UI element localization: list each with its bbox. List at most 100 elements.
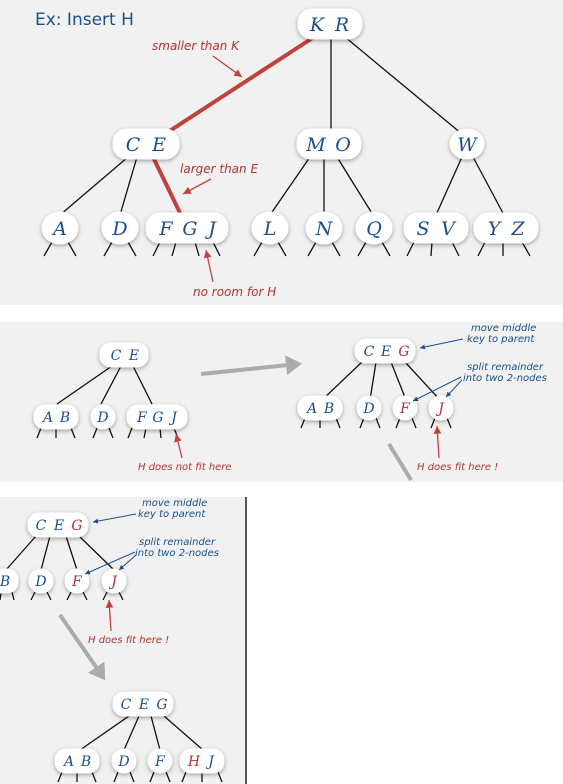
p3-final-leaf-HJ: H J xyxy=(179,748,225,774)
p2-leaf-AB: A B xyxy=(33,404,79,430)
key-O: O xyxy=(335,134,351,156)
key-B: B xyxy=(0,574,10,590)
key-J: J xyxy=(204,218,217,240)
arrow-smaller-than-k xyxy=(212,55,243,78)
key-B: B xyxy=(323,401,334,417)
key-F: F xyxy=(71,574,83,590)
key-C: C xyxy=(364,344,375,360)
transition-arrow-3 xyxy=(58,613,106,681)
key-D: D xyxy=(96,410,108,426)
p3-leaf-F: F xyxy=(64,568,90,594)
p3-leaf-J: J xyxy=(101,568,127,594)
key-D: D xyxy=(117,754,129,770)
arrow-no-room xyxy=(203,249,214,283)
key-F: F xyxy=(136,410,148,426)
transition-arrow-1 xyxy=(200,355,302,376)
key-Z: Z xyxy=(510,218,525,240)
panel3-background xyxy=(0,497,246,784)
key-B: B xyxy=(80,754,91,770)
key-F: F xyxy=(158,218,173,240)
leaf-N: N xyxy=(305,211,343,245)
key-L: L xyxy=(263,218,277,240)
key-C: C xyxy=(121,697,132,713)
p3-final-leaf-F: F xyxy=(147,748,173,774)
leaf-D: D xyxy=(101,211,139,245)
key-E: E xyxy=(53,518,64,534)
key-G: G xyxy=(156,697,167,713)
p3-final-leaf-AB: A B xyxy=(54,748,100,774)
key-A: A xyxy=(305,401,317,417)
key-C: C xyxy=(126,134,141,156)
key-J: J xyxy=(168,410,178,426)
panel1-title: Ex: Insert H xyxy=(35,10,134,30)
annotation-larger-than-e: larger than E xyxy=(180,162,258,176)
node-MO: M O xyxy=(296,128,362,160)
key-G-moved: G xyxy=(398,344,409,360)
key-J: J xyxy=(435,401,445,417)
key-F: F xyxy=(154,754,166,770)
p3-leaf-D: D xyxy=(28,568,54,594)
p2-leaf-J-after: J xyxy=(428,395,454,421)
p3-note-move-middle-key: move middle key to parent xyxy=(138,498,210,520)
key-J: J xyxy=(108,574,118,590)
node-CE: C E xyxy=(112,128,180,160)
leaf-L: L xyxy=(251,211,289,245)
annotation-smaller-than-k: smaller than K xyxy=(152,39,240,53)
key-C: C xyxy=(36,518,47,534)
leaf-SV: S V xyxy=(403,212,469,244)
p2-leaf-F-after: F xyxy=(392,395,418,421)
note-does-not-fit: H does not fit here xyxy=(138,462,232,473)
p3-arrow-split-left xyxy=(84,551,136,575)
arrow-does-fit xyxy=(433,425,442,459)
p2-node-CE: C E xyxy=(99,342,149,368)
key-R: R xyxy=(334,14,349,36)
arrow-split-left xyxy=(412,376,462,402)
leaf-A: A xyxy=(41,211,79,245)
annotation-no-room: no room for H xyxy=(193,285,276,299)
arrow-move-middle-key xyxy=(419,338,464,350)
arrow-split-right xyxy=(445,379,463,398)
key-A: A xyxy=(41,410,53,426)
key-M: M xyxy=(305,134,326,156)
key-W: W xyxy=(457,134,478,156)
leaf-FGJ: F G J xyxy=(145,212,229,244)
transition-arrow-2-partial xyxy=(387,442,413,482)
p3-final-node-CEG: C E G xyxy=(112,691,174,717)
key-G: G xyxy=(152,410,163,426)
p3-arrow-move-middle-key xyxy=(92,513,137,524)
node-W: W xyxy=(449,128,485,160)
key-S: S xyxy=(416,218,429,240)
key-Y: Y xyxy=(488,218,503,240)
key-B: B xyxy=(59,410,70,426)
key-K: K xyxy=(309,14,326,36)
p3-node-CEG: C E G xyxy=(27,512,89,538)
key-E: E xyxy=(380,344,391,360)
p2-leaf-AB-after: A B xyxy=(297,395,343,421)
search-path-level1 xyxy=(151,156,183,216)
key-N: N xyxy=(315,218,334,240)
key-Q: Q xyxy=(366,218,382,240)
note-move-middle-key: move middle key to parent xyxy=(467,323,539,345)
key-A: A xyxy=(51,218,67,240)
arrow-does-not-fit xyxy=(174,433,183,459)
key-D: D xyxy=(362,401,374,417)
leaf-Q: Q xyxy=(355,211,393,245)
panel2-background xyxy=(0,322,563,482)
key-F: F xyxy=(399,401,411,417)
key-E: E xyxy=(128,348,139,364)
key-V: V xyxy=(441,218,457,240)
note-does-fit: H does fit here ! xyxy=(417,462,498,473)
p2-leaf-FGJ: F G J xyxy=(126,404,188,430)
key-H-inserted: H xyxy=(187,754,201,770)
key-D: D xyxy=(111,218,127,240)
p3-note-split-remainder: split remainder into two 2-nodes xyxy=(135,537,219,559)
p3-arrow-split-right xyxy=(118,554,137,571)
key-C: C xyxy=(111,348,122,364)
arrow-larger-than-e xyxy=(182,178,212,195)
p3-note-does-fit: H does fit here ! xyxy=(88,635,169,646)
node-root: K R xyxy=(297,8,363,40)
panel1-edges xyxy=(43,36,531,257)
key-G-moved: G xyxy=(71,518,82,534)
key-E: E xyxy=(151,134,166,156)
p3-leaf-AB-clipped: B xyxy=(0,568,19,594)
